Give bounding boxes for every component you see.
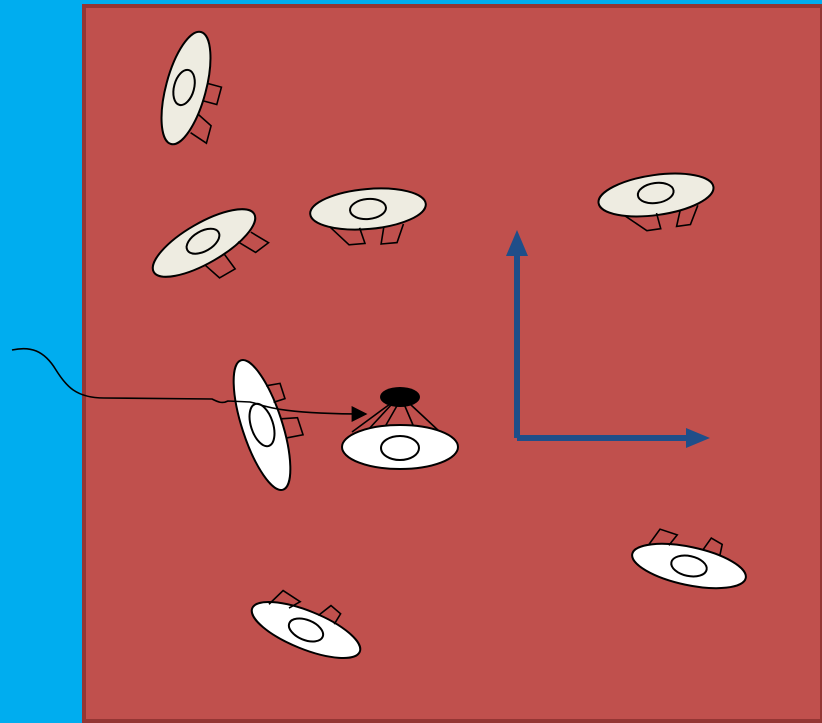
disc-white-center [341, 403, 459, 470]
axes-arrows [506, 230, 710, 448]
panel [82, 4, 822, 723]
disc-beige-4 [597, 172, 715, 232]
electron-path-arrow [11, 347, 368, 422]
disc-white-3 [250, 589, 362, 659]
disc-beige-3 [309, 187, 427, 246]
disc-beige-1 [160, 30, 223, 146]
disc-white-2 [631, 528, 747, 590]
disc-beige-2 [151, 208, 270, 279]
electron-dot-icon [380, 387, 420, 407]
